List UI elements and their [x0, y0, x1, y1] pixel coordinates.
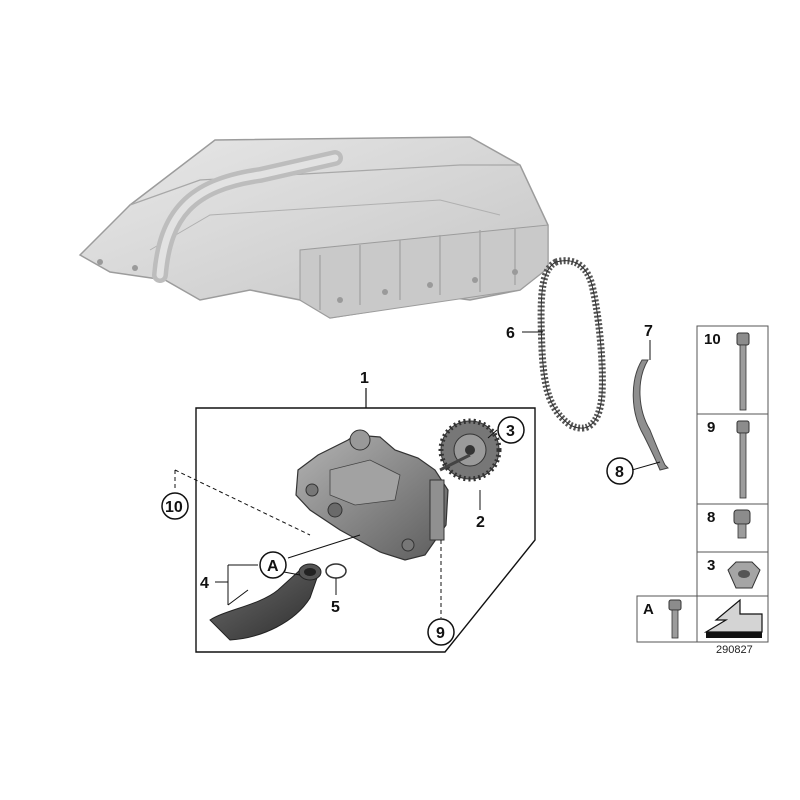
bolt-icon [736, 420, 750, 499]
callout-7: 7 [644, 323, 653, 340]
hex-nut-icon [727, 561, 761, 589]
callout-3: 3 [506, 423, 515, 440]
callout-9: 9 [436, 625, 445, 642]
panel-num-10: 10 [704, 331, 721, 348]
callout-8-circle [606, 457, 634, 485]
short-bolt-icon [733, 509, 751, 539]
assembly-frame [195, 388, 536, 653]
callout-1: 1 [360, 370, 369, 387]
panel-num-8: 8 [707, 509, 715, 526]
oil-pan [78, 136, 549, 319]
callout-6: 6 [506, 325, 515, 342]
ref-bolt-icon [668, 599, 682, 639]
drive-sprocket [438, 418, 502, 482]
panel-letter-A: A [643, 601, 654, 618]
chain-guide [632, 359, 669, 471]
callout-2: 2 [476, 514, 485, 531]
callout-5: 5 [331, 599, 340, 616]
callout-10: 10 [165, 499, 183, 516]
callout-10-circle [161, 492, 189, 520]
callout-8: 8 [615, 464, 624, 481]
document-id: 290827 [716, 644, 753, 656]
callout-4: 4 [200, 575, 209, 592]
timing-chain [537, 257, 606, 432]
oil-pump-body [295, 429, 449, 561]
callout-9-circle [427, 618, 455, 646]
gear-pin [439, 453, 471, 472]
callout-A: A [267, 558, 279, 575]
o-ring [325, 563, 347, 579]
long-bolt-icon [736, 332, 750, 411]
panel-num-3: 3 [707, 557, 715, 574]
fastener-panel: 10 9 8 3 A [636, 325, 769, 643]
leader-lines [174, 331, 661, 618]
panel-num-9: 9 [707, 419, 715, 436]
arrow-symbol-icon [703, 598, 763, 638]
callout-3-circle [497, 416, 525, 444]
oil-pickup-tube [209, 563, 322, 641]
callout-A-circle [259, 551, 287, 579]
